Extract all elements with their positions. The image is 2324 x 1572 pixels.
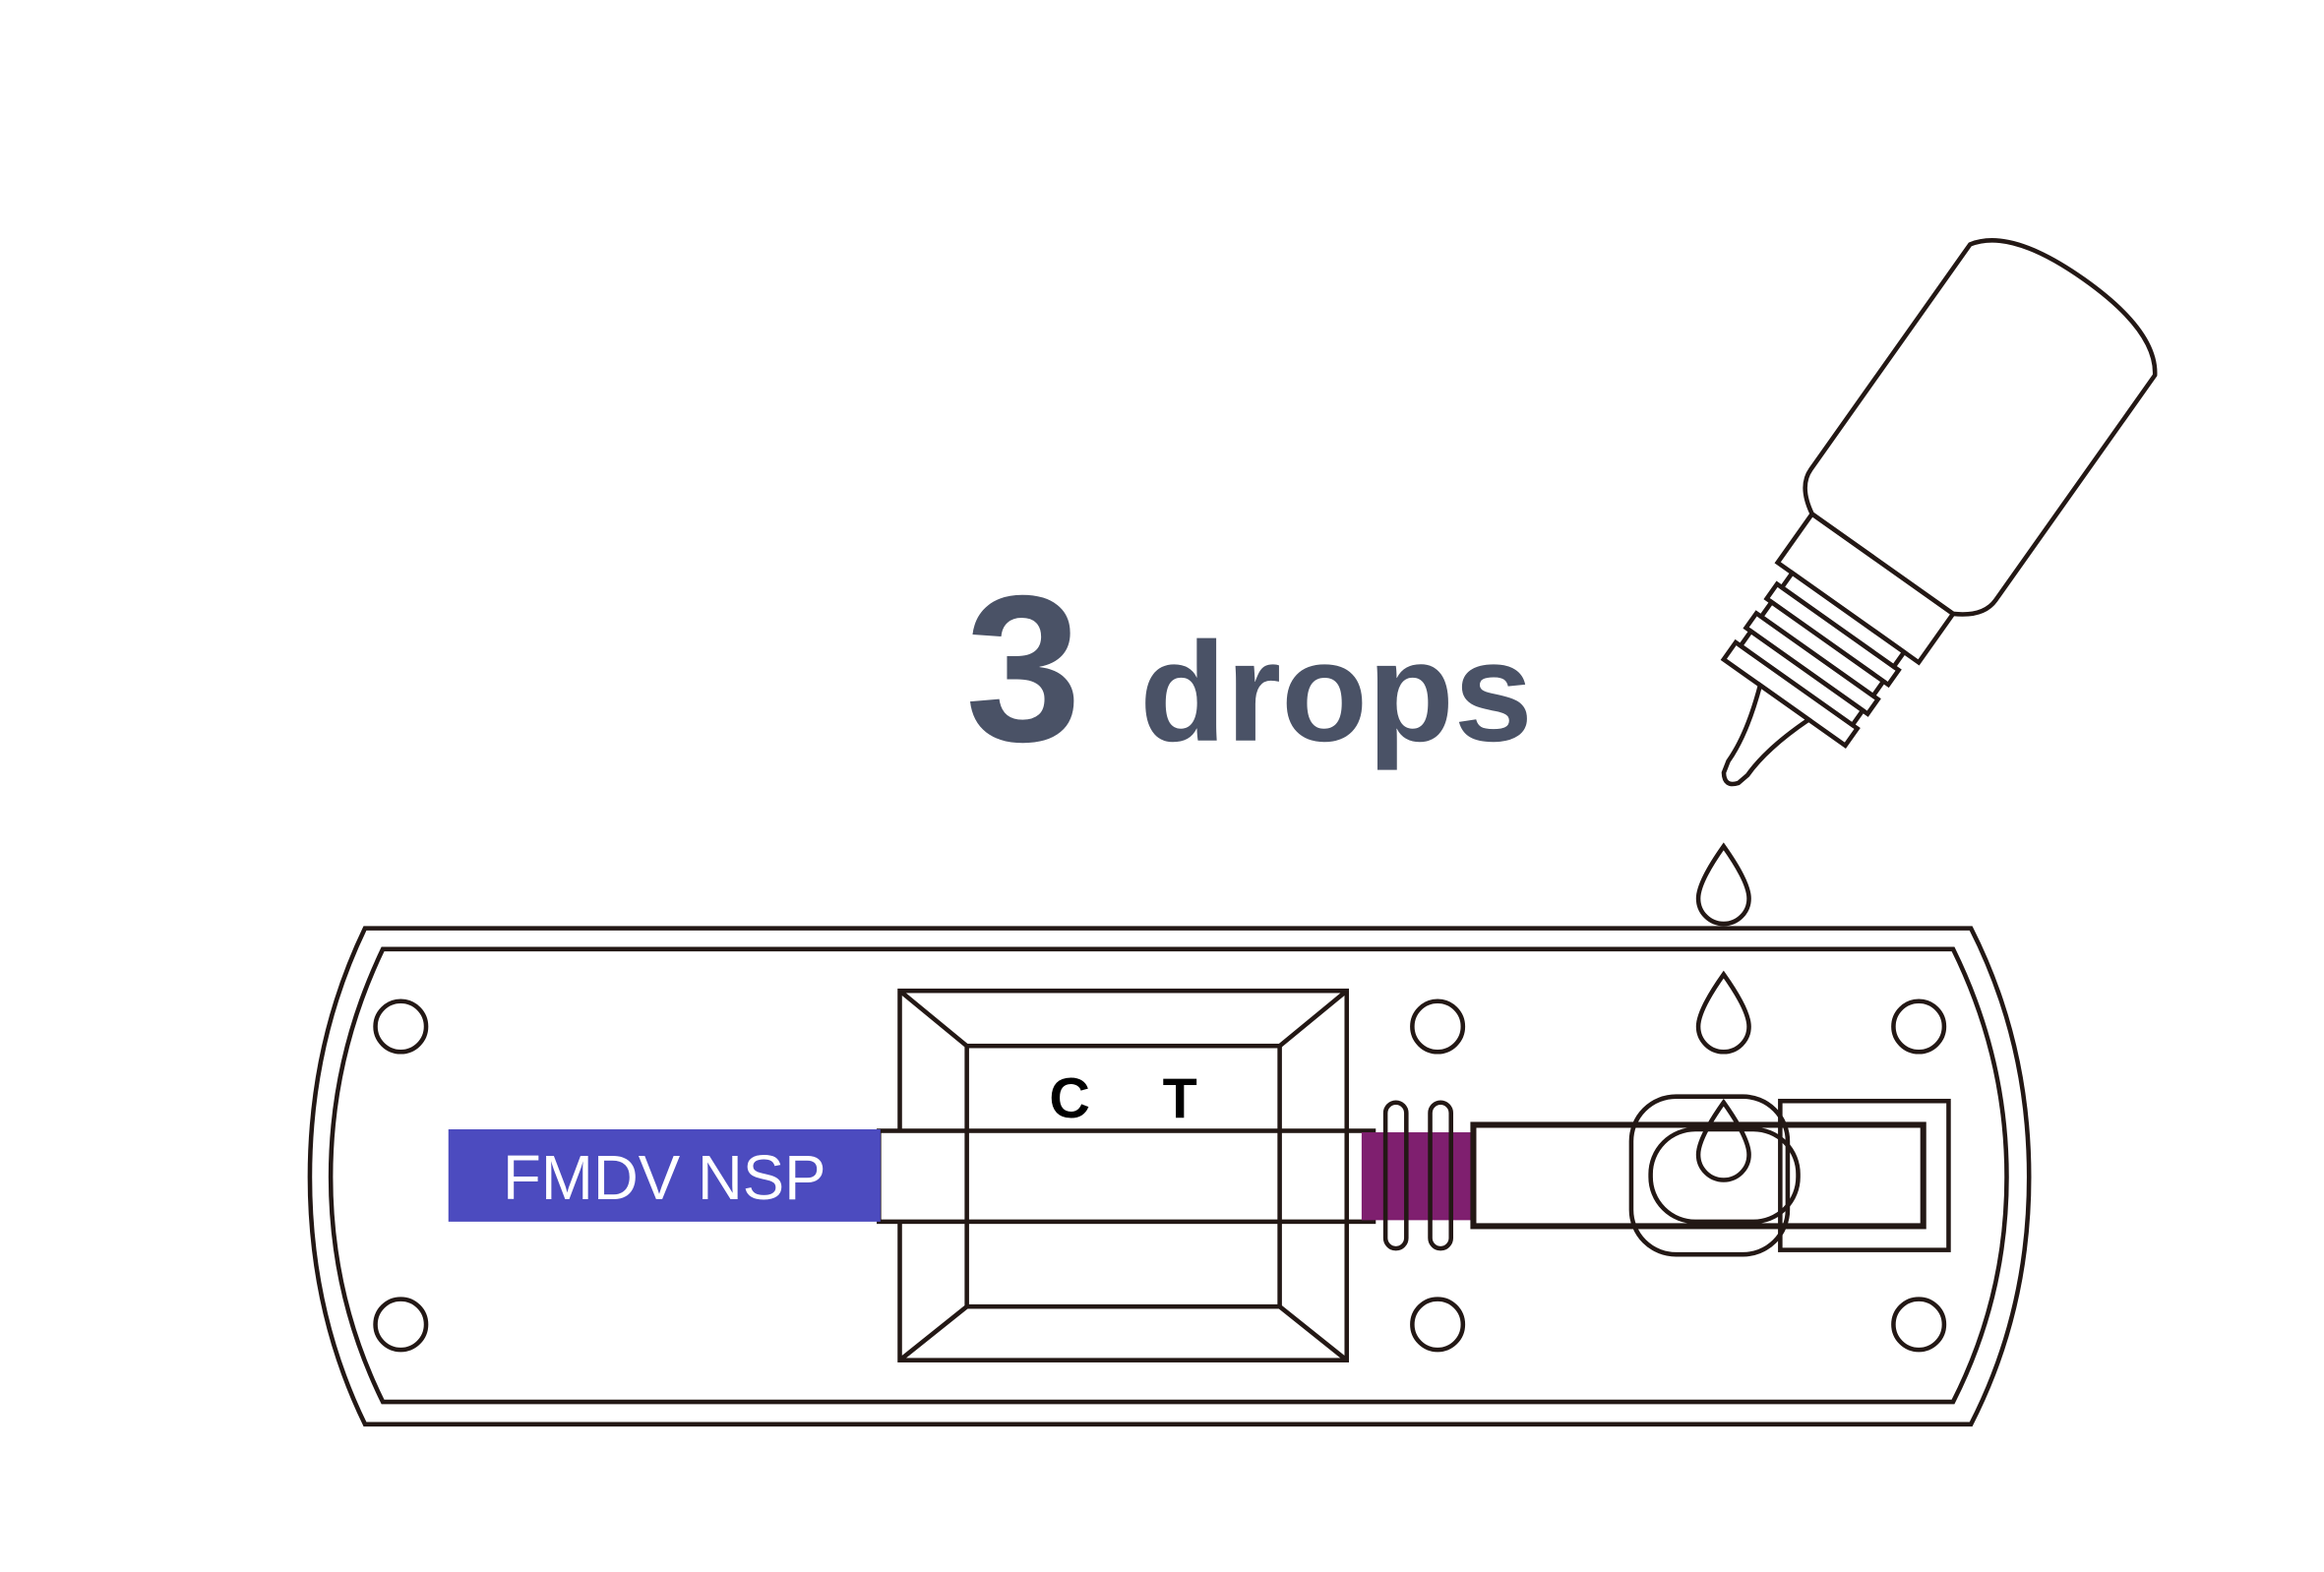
test-strip xyxy=(877,1128,1376,1225)
conjugate-pad xyxy=(1361,1132,1474,1221)
test-line-label: T xyxy=(1163,1067,1197,1130)
drop-icon xyxy=(1695,842,1751,927)
drop-unit: drops xyxy=(1139,614,1533,771)
product-label xyxy=(448,1129,881,1222)
drop-icon xyxy=(1695,1098,1751,1182)
dropper-bottle-icon xyxy=(1720,238,2158,787)
test-cassette: C T FMDV NSP xyxy=(307,926,2032,1427)
screw-icon xyxy=(373,998,1947,1353)
drop-icon xyxy=(1695,970,1751,1055)
sample-pad xyxy=(1470,1121,1926,1230)
control-line-label: C xyxy=(1049,1067,1090,1130)
sample-well xyxy=(1648,1126,1801,1225)
drop-count: 3 xyxy=(965,552,1081,785)
product-label-text: FMDV NSP xyxy=(503,1143,826,1213)
